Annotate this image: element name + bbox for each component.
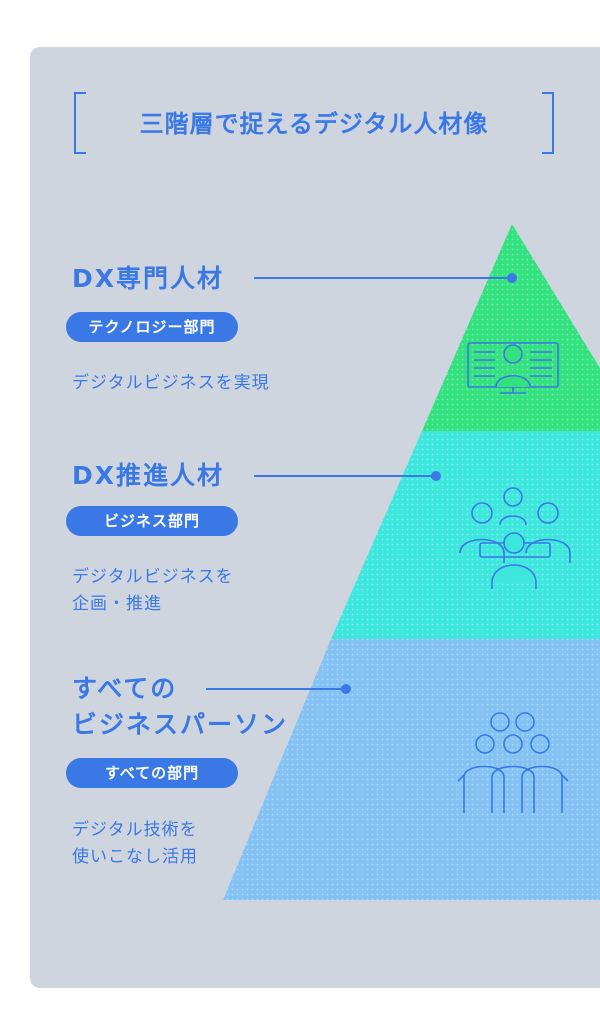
title-frame: 三階層で捉えるデジタル人材像 xyxy=(74,92,554,154)
tier-title-dx-specialist: DX専門人材 xyxy=(72,261,224,297)
description-line: デジタル技術を xyxy=(72,820,198,840)
tier-description-3: デジタル技術を 使いこなし活用 xyxy=(72,817,198,871)
tier-title-line: DX専門人材 xyxy=(72,264,225,293)
tier-title-line: DX推進人材 xyxy=(72,461,225,490)
connector-dot-1 xyxy=(507,273,517,283)
tier-title-all-business-persons: すべての ビジネスパーソン xyxy=(72,671,288,743)
diagram-card: 三階層で捉えるデジタル人材像 xyxy=(30,47,600,988)
pyramid-tier-middle-texture xyxy=(331,431,600,639)
tier-badge-all-departments: すべての部門 xyxy=(66,758,238,788)
description-line: デジタルビジネスを xyxy=(72,567,234,587)
connector-dot-2 xyxy=(431,471,441,481)
tier-title-line: すべての xyxy=(72,674,178,703)
tier-description-1: デジタルビジネスを実現 xyxy=(72,370,270,397)
description-line: デジタルビジネスを実現 xyxy=(72,373,270,393)
tier-title-line: ビジネスパーソン xyxy=(72,710,289,739)
right-bracket xyxy=(542,92,554,154)
description-line: 企画・推進 xyxy=(72,594,162,614)
connector-dot-3 xyxy=(341,684,351,694)
description-line: 使いこなし活用 xyxy=(72,847,198,867)
diagram-title: 三階層で捉えるデジタル人材像 xyxy=(139,110,489,138)
tier-badge-technology: テクノロジー部門 xyxy=(66,312,238,342)
tier-badge-business: ビジネス部門 xyxy=(66,506,238,536)
tier-title-dx-promoter: DX推進人材 xyxy=(72,458,224,494)
pyramid-graphic xyxy=(206,224,600,900)
pyramid-tier-top-texture xyxy=(422,224,600,431)
left-bracket xyxy=(74,92,86,154)
tier-description-2: デジタルビジネスを 企画・推進 xyxy=(72,564,234,618)
pyramid-tier-bottom-texture xyxy=(223,639,600,900)
computer-user-icon xyxy=(467,342,559,394)
crowd-people-icon xyxy=(457,712,569,813)
meeting-group-icon xyxy=(459,487,571,589)
